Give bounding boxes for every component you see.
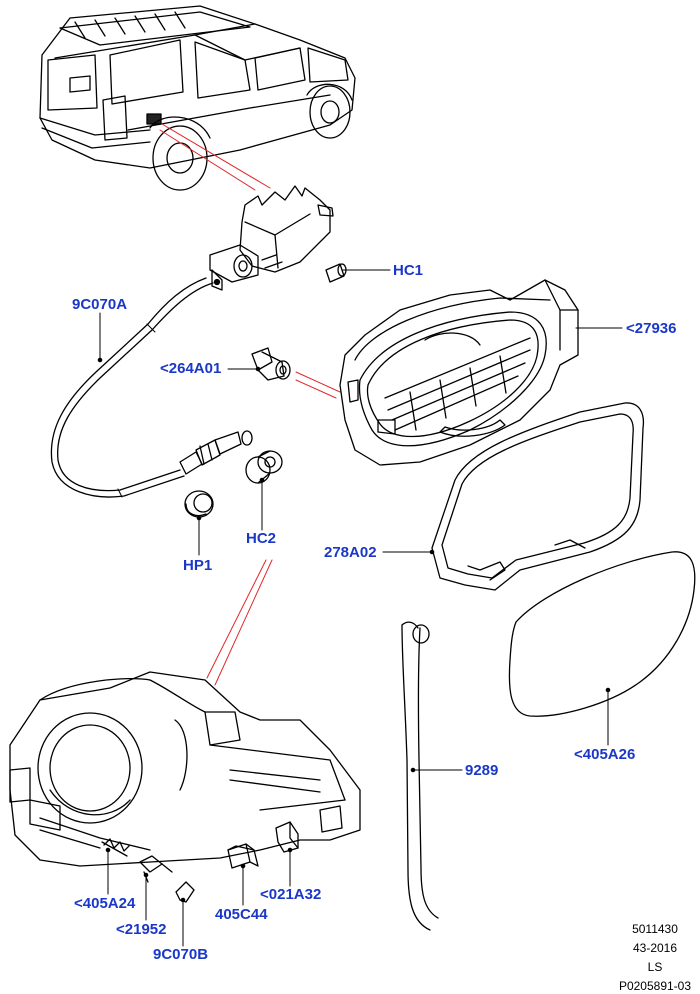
clip-9c070b-illustration bbox=[175, 881, 195, 903]
clip-hc1-illustration bbox=[325, 263, 347, 283]
reference-line-3: LS bbox=[647, 960, 663, 974]
pin-21952-illustration bbox=[139, 855, 173, 883]
callout-21952: <21952 bbox=[116, 921, 167, 938]
cap-405c44-illustration bbox=[227, 843, 259, 869]
callout-264a01: <264A01 bbox=[160, 360, 222, 377]
callout-9c070a: 9C070A bbox=[72, 296, 128, 313]
seal-278a02-illustration bbox=[431, 402, 645, 591]
callout-9c070b: 9C070B bbox=[153, 946, 209, 963]
detail-line bbox=[206, 559, 273, 686]
vehicle-illustration bbox=[39, 5, 356, 191]
clip-hc2-illustration bbox=[245, 450, 283, 484]
callout-hp1: HP1 bbox=[183, 557, 213, 574]
housing-detail-illustration bbox=[9, 671, 361, 867]
callout-405a24: <405A24 bbox=[74, 895, 136, 912]
plug-hp1-illustration bbox=[184, 490, 214, 518]
callout-27936: <27936 bbox=[626, 320, 677, 337]
cable-9c070a-illustration bbox=[50, 277, 253, 498]
housing-27936-illustration bbox=[339, 279, 579, 466]
reference-line-2: 43-2016 bbox=[632, 941, 678, 955]
spring-405a24-illustration bbox=[101, 838, 130, 857]
leader-lines bbox=[97, 269, 623, 947]
callout-405c44: 405C44 bbox=[215, 906, 268, 923]
clip-021a32-illustration bbox=[275, 821, 299, 853]
callout-hc1: HC1 bbox=[393, 262, 424, 279]
detail-line bbox=[295, 371, 341, 399]
door-405a26-illustration bbox=[508, 551, 696, 717]
reference-line-1: 5011430 bbox=[632, 922, 678, 936]
detail-line bbox=[159, 123, 271, 191]
bulb-264a01-illustration bbox=[251, 347, 291, 381]
actuator-illustration bbox=[209, 185, 334, 291]
reference-line-4: P0205891-03 bbox=[618, 979, 692, 993]
callout-405a26: <405A26 bbox=[574, 746, 636, 763]
callout-278a02: 278A02 bbox=[324, 544, 377, 561]
callout-hc2: HC2 bbox=[246, 530, 277, 547]
tube-9289-illustration bbox=[401, 621, 439, 931]
callout-9289: 9289 bbox=[465, 762, 499, 779]
callout-021a32: <021A32 bbox=[260, 886, 322, 903]
